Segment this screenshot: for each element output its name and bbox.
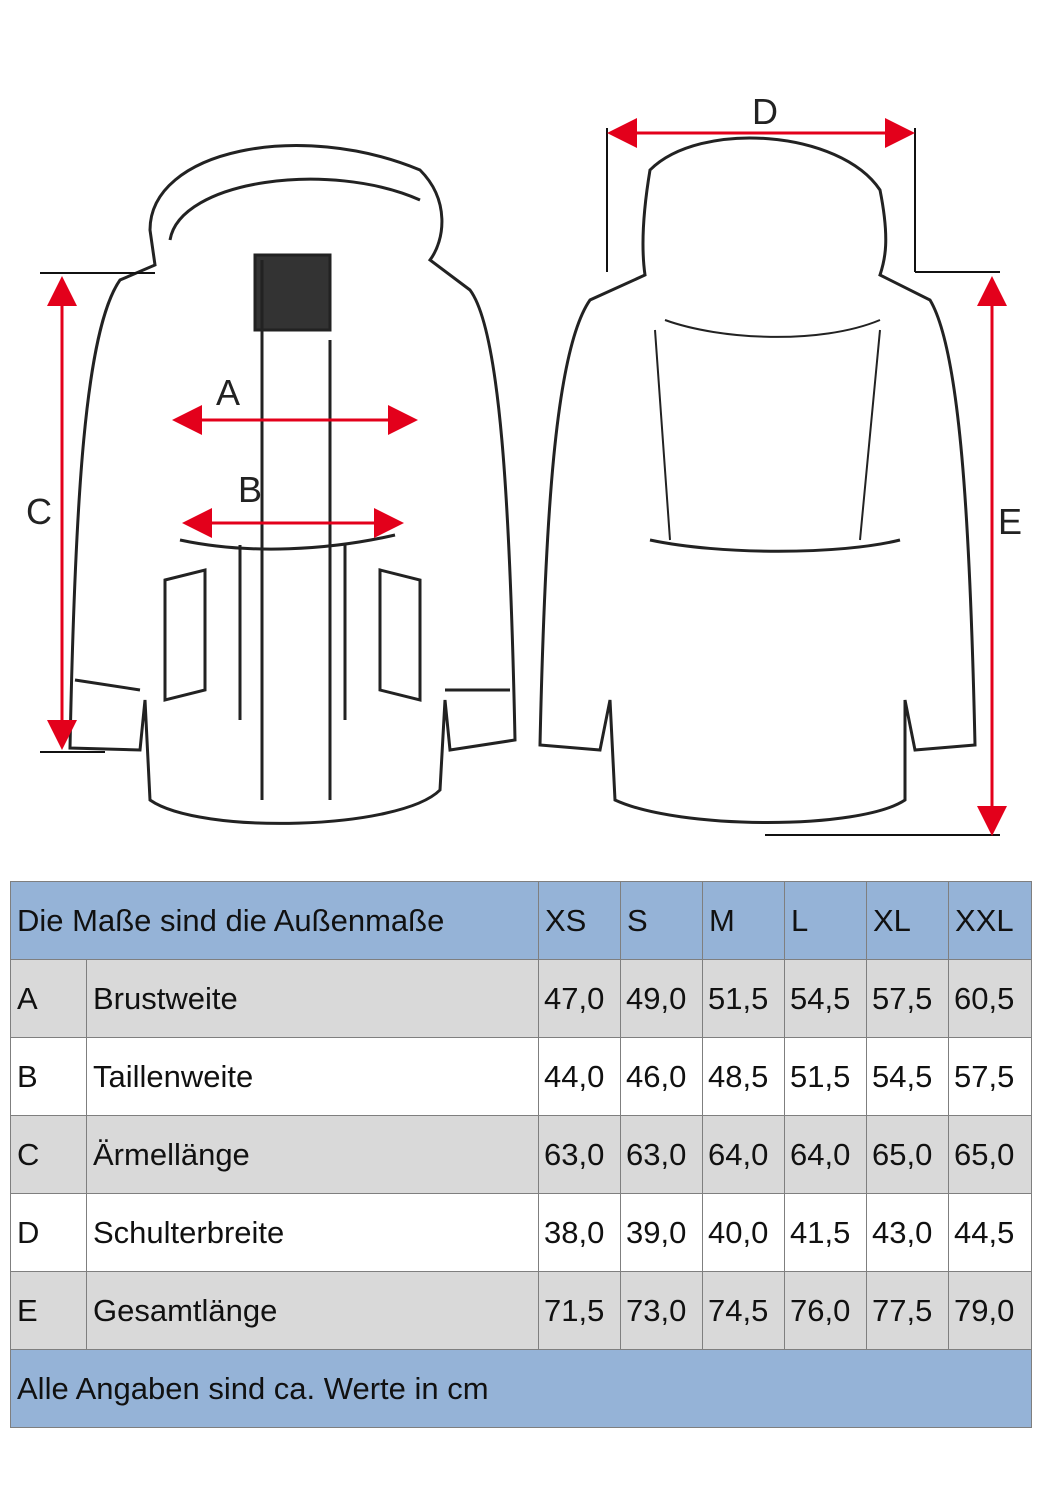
value-cell: 41,5 [784, 1193, 867, 1272]
size-header: L [784, 881, 867, 960]
back-jacket-drawing [538, 136, 977, 824]
value-cell: 43,0 [866, 1193, 949, 1272]
value-cell: 57,5 [866, 959, 949, 1038]
table-row: D Schulterbreite 38,0 39,0 40,0 41,5 43,… [10, 1193, 1032, 1272]
size-table: Die Maße sind die Außenmaße XS S M L XL … [10, 881, 1032, 1428]
value-cell: 54,5 [784, 959, 867, 1038]
value-cell: 39,0 [620, 1193, 703, 1272]
label-e: E [998, 501, 1022, 542]
value-cell: 40,0 [702, 1193, 785, 1272]
size-header: XL [866, 881, 949, 960]
row-key: E [10, 1271, 87, 1350]
size-header: XS [538, 881, 621, 960]
table-row: E Gesamtlänge 71,5 73,0 74,5 76,0 77,5 7… [10, 1271, 1032, 1350]
value-cell: 49,0 [620, 959, 703, 1038]
value-cell: 65,0 [948, 1115, 1032, 1194]
row-key: A [10, 959, 87, 1038]
measurement-lines [40, 128, 1000, 836]
label-a: A [216, 372, 240, 413]
value-cell: 74,5 [702, 1271, 785, 1350]
value-cell: 79,0 [948, 1271, 1032, 1350]
table-row: B Taillenweite 44,0 46,0 48,5 51,5 54,5 … [10, 1037, 1032, 1116]
value-cell: 64,0 [702, 1115, 785, 1194]
value-cell: 73,0 [620, 1271, 703, 1350]
table-row: A Brustweite 47,0 49,0 51,5 54,5 57,5 60… [10, 959, 1032, 1038]
front-jacket-drawing [68, 144, 517, 825]
value-cell: 76,0 [784, 1271, 867, 1350]
value-cell: 57,5 [948, 1037, 1032, 1116]
row-key: D [10, 1193, 87, 1272]
value-cell: 44,5 [948, 1193, 1032, 1272]
value-cell: 65,0 [866, 1115, 949, 1194]
size-header: XXL [948, 881, 1032, 960]
label-d: D [752, 91, 778, 132]
value-cell: 51,5 [784, 1037, 867, 1116]
label-c: C [26, 491, 52, 532]
row-label: Gesamtlänge [86, 1271, 539, 1350]
value-cell: 63,0 [620, 1115, 703, 1194]
value-cell: 51,5 [702, 959, 785, 1038]
value-cell: 44,0 [538, 1037, 621, 1116]
table-row: C Ärmellänge 63,0 63,0 64,0 64,0 65,0 65… [10, 1115, 1032, 1194]
table-footer-row: Alle Angaben sind ca. Werte in cm [10, 1349, 1032, 1428]
value-cell: 54,5 [866, 1037, 949, 1116]
value-cell: 38,0 [538, 1193, 621, 1272]
value-cell: 63,0 [538, 1115, 621, 1194]
size-header: S [620, 881, 703, 960]
header-title: Die Maße sind die Außenmaße [10, 881, 539, 960]
row-label: Schulterbreite [86, 1193, 539, 1272]
row-label: Taillenweite [86, 1037, 539, 1116]
label-b: B [238, 469, 262, 510]
value-cell: 77,5 [866, 1271, 949, 1350]
row-key: C [10, 1115, 87, 1194]
jacket-diagram: A B C D E [26, 91, 1022, 836]
table-header-row: Die Maße sind die Außenmaße XS S M L XL … [10, 881, 1032, 960]
value-cell: 60,5 [948, 959, 1032, 1038]
footer-note: Alle Angaben sind ca. Werte in cm [10, 1349, 1032, 1428]
value-cell: 64,0 [784, 1115, 867, 1194]
row-label: Brustweite [86, 959, 539, 1038]
value-cell: 46,0 [620, 1037, 703, 1116]
size-header: M [702, 881, 785, 960]
row-key: B [10, 1037, 87, 1116]
red-arrows [47, 118, 1007, 836]
value-cell: 48,5 [702, 1037, 785, 1116]
value-cell: 71,5 [538, 1271, 621, 1350]
row-label: Ärmellänge [86, 1115, 539, 1194]
value-cell: 47,0 [538, 959, 621, 1038]
